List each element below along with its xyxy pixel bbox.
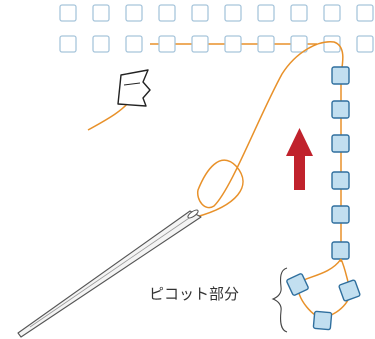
up-arrow-icon [286,128,313,190]
tape-icon [117,69,151,107]
faded-bead-row-second [59,35,374,53]
picot-bead-bottom [312,310,333,331]
working-thread [195,41,344,262]
picot-bead-left [286,273,309,296]
picot-bead-right [338,279,361,302]
needle-icon [17,209,202,338]
picot-label: ピコット部分 [149,285,240,303]
vertical-bead-column [331,66,350,260]
picot-beads [286,273,361,331]
faded-bead-row-top [59,4,374,22]
picot-brace [271,267,288,333]
